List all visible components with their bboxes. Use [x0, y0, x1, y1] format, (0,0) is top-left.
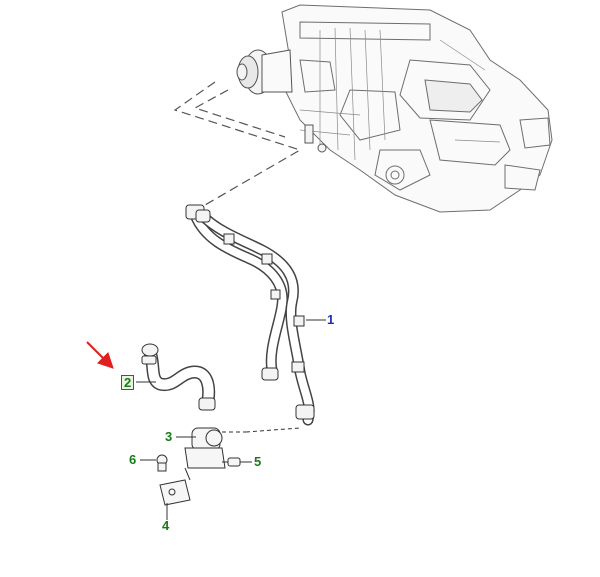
nut-6	[156, 454, 168, 472]
water-pump-3	[184, 427, 301, 469]
routing-dash-line	[173, 81, 302, 206]
blower-motor	[236, 49, 293, 95]
callout-5: 5	[254, 454, 262, 469]
hose-2	[143, 345, 216, 407]
hose-1	[189, 209, 315, 426]
callout-4: 4	[162, 518, 170, 533]
callout-2: 2	[121, 375, 135, 390]
hose-2-ends	[141, 343, 216, 411]
bolt-5	[222, 457, 241, 467]
callout-1: 1	[327, 312, 335, 327]
routing-dash-line-2	[193, 89, 286, 138]
callout-6: 6	[129, 452, 137, 467]
callout-3: 3	[165, 429, 173, 444]
leader-lines	[136, 319, 326, 520]
pointer-arrow	[86, 341, 114, 369]
hvac-housing	[281, 4, 553, 213]
hose-1-clamps	[185, 204, 315, 420]
bracket-4	[159, 467, 191, 506]
housing-pipe-stub	[304, 124, 327, 153]
